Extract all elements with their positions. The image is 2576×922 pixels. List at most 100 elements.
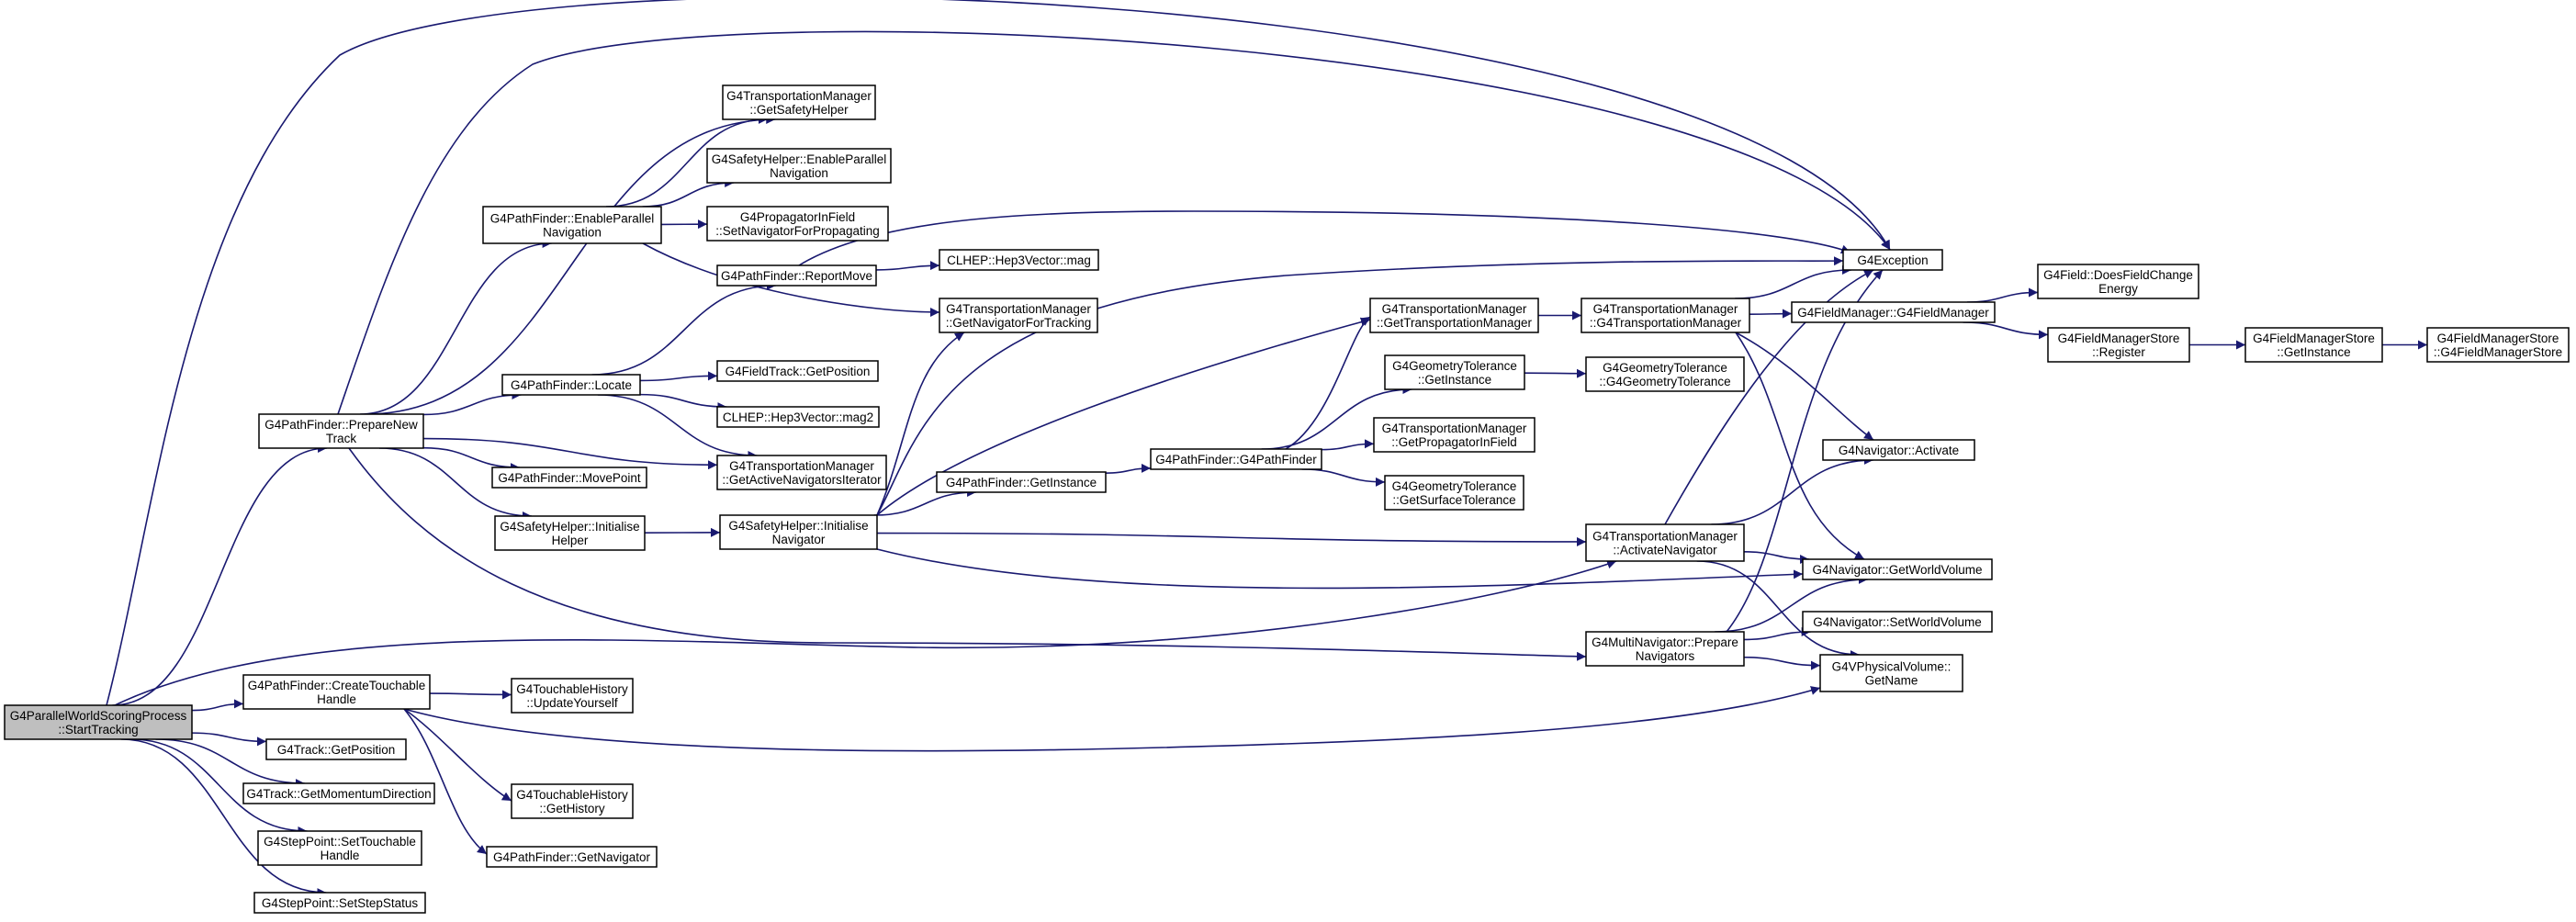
node-label: G4MultiNavigator::Prepare bbox=[1592, 635, 1738, 649]
node-label: G4Track::GetPosition bbox=[277, 743, 396, 757]
node-box bbox=[716, 455, 887, 490]
edge-tm_ctor-to-exception bbox=[1735, 265, 1852, 299]
node-pf_ctor[interactable]: G4PathFinder::G4PathFinder bbox=[1150, 448, 1322, 470]
node-pf_movePoint[interactable]: G4PathFinder::MovePoint bbox=[491, 467, 647, 489]
node-nav_setWorld[interactable]: G4Navigator::SetWorldVolume bbox=[1802, 611, 1993, 633]
node-nav_getWorld[interactable]: G4Navigator::GetWorldVolume bbox=[1802, 558, 1993, 580]
node-label: G4Navigator::SetWorldVolume bbox=[1813, 615, 1982, 629]
node-fms_ctor[interactable]: G4FieldManagerStore::G4FieldManagerStore bbox=[2426, 327, 2570, 363]
node-label: G4TransportationManager bbox=[946, 302, 1091, 316]
node-tm_getSafety[interactable]: G4TransportationManager::GetSafetyHelper bbox=[722, 84, 876, 120]
edge-pf_locate-to-pf_reportMove bbox=[591, 281, 776, 376]
node-label: G4TransportationManager bbox=[1592, 530, 1738, 544]
edge-pf_reportMove-to-clhep_mag bbox=[875, 261, 940, 271]
edge-pf_ctor-to-tm_getTM bbox=[1285, 316, 1371, 450]
node-ft_getPos[interactable]: G4FieldTrack::GetPosition bbox=[716, 360, 879, 382]
node-box bbox=[4, 704, 193, 740]
edge-pf_enablePar-to-tm_getNavTrack bbox=[642, 242, 940, 317]
edge-pf_locate-to-tm_getActive bbox=[597, 394, 758, 460]
node-box bbox=[1802, 558, 1993, 580]
node-th_update[interactable]: G4TouchableHistory::UpdateYourself bbox=[511, 678, 634, 714]
node-label: G4PathFinder::G4PathFinder bbox=[1155, 453, 1317, 467]
node-box bbox=[2426, 327, 2570, 363]
node-pf_getNav[interactable]: G4PathFinder::GetNavigator bbox=[486, 846, 658, 868]
node-box bbox=[242, 782, 435, 804]
edge-fm_ctor-to-fms_register bbox=[1963, 321, 2049, 340]
node-track_getPos[interactable]: G4Track::GetPosition bbox=[265, 738, 407, 760]
node-fms_register[interactable]: G4FieldManagerStore::Register bbox=[2047, 327, 2190, 363]
node-root[interactable]: G4ParallelWorldScoringProcess::StartTrac… bbox=[4, 704, 193, 740]
node-tm_getTM[interactable]: G4TransportationManager::GetTransportati… bbox=[1369, 298, 1539, 333]
node-label: G4Navigator::Activate bbox=[1839, 444, 1959, 457]
edge-pf_ctor-to-gt_getSurf bbox=[1301, 468, 1386, 487]
edge-mn_prepare-to-nav_getWorld bbox=[1715, 575, 1868, 633]
node-gt_ctor[interactable]: G4GeometryTolerance::G4GeometryTolerance bbox=[1585, 356, 1745, 392]
edge-pf_prepare-to-pf_enablePar bbox=[360, 239, 552, 415]
node-box bbox=[501, 374, 641, 396]
node-box bbox=[1150, 448, 1322, 470]
edge-root-to-exception bbox=[106, 0, 1891, 706]
node-label: Handle bbox=[321, 849, 360, 862]
node-tm_getProp[interactable]: G4TransportationManager::GetPropagatorIn… bbox=[1373, 417, 1535, 453]
node-tm_ctor[interactable]: G4TransportationManager::G4Transportatio… bbox=[1580, 298, 1750, 333]
node-box bbox=[1791, 301, 1996, 323]
node-gt_getSurf[interactable]: G4GeometryTolerance::GetSurfaceTolerance bbox=[1384, 475, 1524, 511]
node-th_getHist[interactable]: G4TouchableHistory::GetHistory bbox=[511, 783, 634, 819]
node-box bbox=[1369, 298, 1539, 333]
edge-pf_enablePar-to-tm_getSafety bbox=[606, 115, 768, 208]
node-label: G4StepPoint::SetTouchable bbox=[264, 835, 416, 849]
node-gt_getInst[interactable]: G4GeometryTolerance::GetInstance bbox=[1384, 354, 1525, 390]
node-pf_reportMove[interactable]: G4PathFinder::ReportMove bbox=[716, 264, 877, 287]
node-clhep_mag[interactable]: CLHEP::Hep3Vector::mag bbox=[939, 249, 1099, 271]
edge-tm_ctor-to-fm_ctor bbox=[1749, 309, 1793, 319]
node-label: CLHEP::Hep3Vector::mag bbox=[947, 253, 1091, 267]
node-tm_getActive[interactable]: G4TransportationManager::GetActiveNaviga… bbox=[716, 455, 887, 490]
node-box bbox=[253, 892, 426, 914]
edge-root-to-step_setTouch bbox=[130, 738, 308, 836]
node-pf_locate[interactable]: G4PathFinder::Locate bbox=[501, 374, 641, 396]
node-box bbox=[2244, 327, 2383, 363]
edge-pf_locate-to-clhep_mag2 bbox=[639, 393, 727, 411]
node-tm_getNavTrack[interactable]: G4TransportationManager::GetNavigatorFor… bbox=[939, 298, 1098, 333]
node-box bbox=[716, 406, 880, 428]
node-nav_activate[interactable]: G4Navigator::Activate bbox=[1822, 439, 1975, 461]
node-box bbox=[1822, 439, 1975, 461]
node-fm_ctor[interactable]: G4FieldManager::G4FieldManager bbox=[1791, 301, 1996, 323]
node-box bbox=[2037, 264, 2199, 299]
edges-layer bbox=[106, 0, 2427, 897]
node-label: ::ActivateNavigator bbox=[1613, 544, 1717, 557]
node-box bbox=[939, 249, 1099, 271]
node-label: G4PathFinder::Locate bbox=[511, 378, 632, 392]
node-box bbox=[265, 738, 407, 760]
node-pf_getInstance[interactable]: G4PathFinder::GetInstance bbox=[936, 471, 1107, 493]
edge-tm_activateNav-to-nav_activate bbox=[1711, 455, 1873, 525]
node-step_setStatus[interactable]: G4StepPoint::SetStepStatus bbox=[253, 892, 426, 914]
node-pv_getName[interactable]: G4VPhysicalVolume::GetName bbox=[1819, 654, 1963, 692]
node-tm_activateNav[interactable]: G4TransportationManager::ActivateNavigat… bbox=[1585, 523, 1745, 562]
node-label: ::GetHistory bbox=[539, 802, 605, 815]
node-box bbox=[1819, 654, 1963, 692]
node-label: G4SafetyHelper::Initialise bbox=[500, 520, 639, 534]
node-label: G4GeometryTolerance bbox=[1392, 359, 1517, 373]
node-label: G4PathFinder::MovePoint bbox=[498, 471, 641, 485]
node-label: G4FieldManagerStore bbox=[2058, 332, 2180, 345]
node-exception[interactable]: G4Exception bbox=[1842, 249, 1943, 271]
node-label: ::G4GeometryTolerance bbox=[1599, 375, 1730, 388]
node-pif_setNav[interactable]: G4PropagatorInField::SetNavigatorForProp… bbox=[706, 206, 889, 242]
node-clhep_mag2[interactable]: CLHEP::Hep3Vector::mag2 bbox=[716, 406, 880, 428]
node-label: G4StepPoint::SetStepStatus bbox=[262, 896, 419, 910]
node-track_getMom[interactable]: G4Track::GetMomentumDirection bbox=[242, 782, 435, 804]
node-fms_getInst[interactable]: G4FieldManagerStore::GetInstance bbox=[2244, 327, 2383, 363]
edge-mn_prepare-to-pv_getName bbox=[1743, 656, 1821, 670]
node-label: ::StartTracking bbox=[58, 723, 138, 736]
node-box bbox=[1373, 417, 1535, 453]
